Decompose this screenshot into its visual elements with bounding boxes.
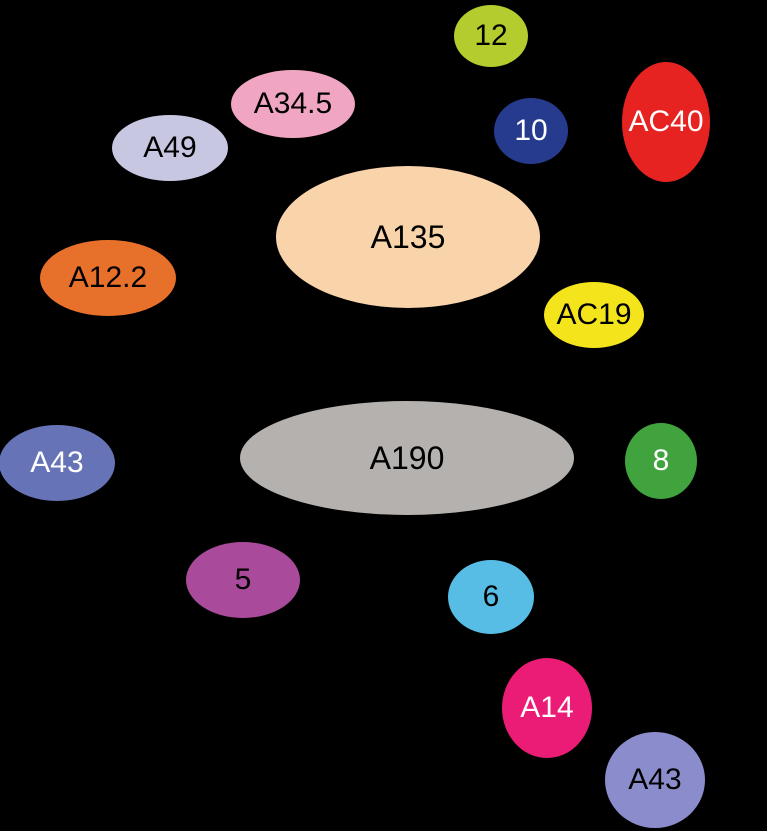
graph-node-ac19[interactable]: AC19 — [544, 282, 644, 348]
graph-node-a135[interactable]: A135 — [276, 166, 540, 308]
graph-node-a12-2[interactable]: A12.2 — [40, 240, 176, 316]
graph-node-10[interactable]: 10 — [494, 98, 568, 164]
graph-node-a43[interactable]: A43 — [0, 425, 115, 501]
graph-node-8[interactable]: 8 — [625, 423, 697, 499]
graph-node-5[interactable]: 5 — [186, 542, 300, 618]
graph-node-ac40[interactable]: AC40 — [622, 62, 710, 182]
graph-node-a14[interactable]: A14 — [502, 658, 592, 758]
graph-node-12[interactable]: 12 — [454, 5, 528, 67]
graph-node-a190[interactable]: A190 — [240, 401, 574, 515]
graph-node-a34-5[interactable]: A34.5 — [231, 70, 355, 138]
graph-node-6[interactable]: 6 — [448, 560, 534, 634]
graph-node-a49[interactable]: A49 — [112, 115, 228, 181]
graph-node-a43[interactable]: A43 — [605, 732, 705, 828]
